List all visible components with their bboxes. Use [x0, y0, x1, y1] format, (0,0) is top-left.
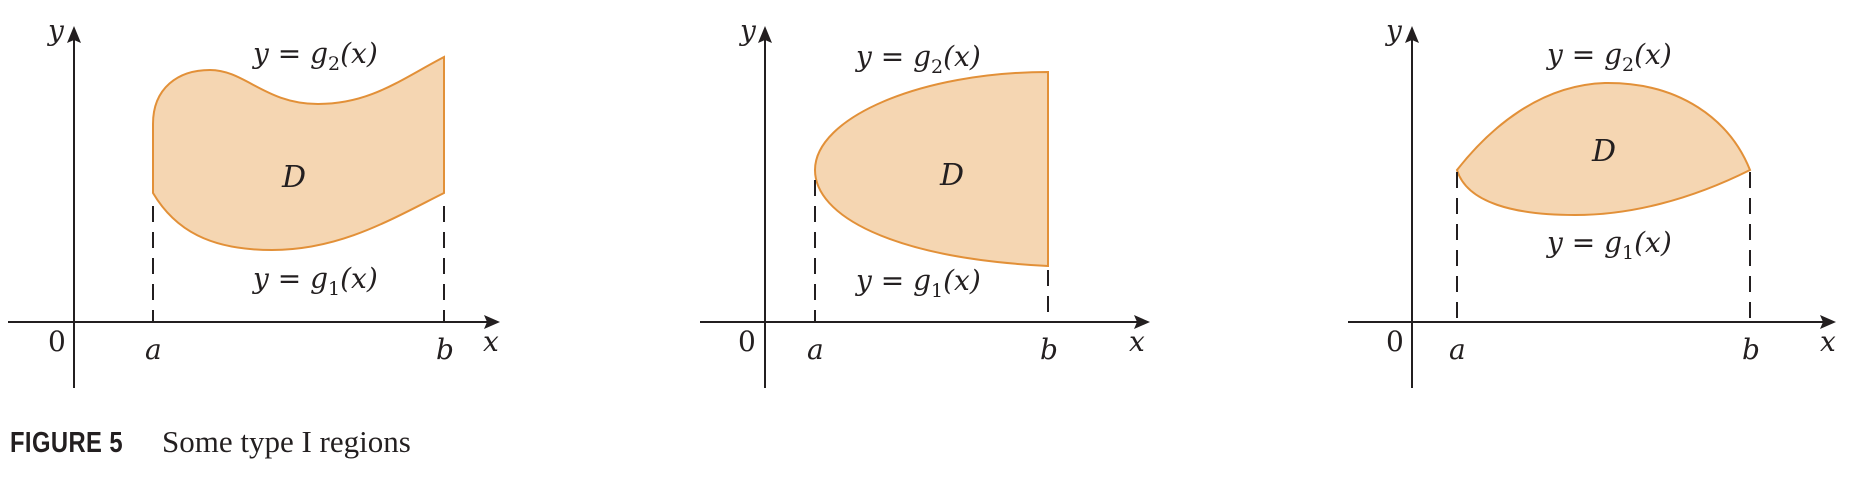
origin-label-1: 0 [48, 325, 66, 358]
region-d-3 [1455, 81, 1752, 217]
region-label-3: D [1591, 134, 1616, 169]
x-axis-label-3: x [1820, 325, 1836, 358]
a-label-2: a [807, 333, 824, 366]
y-axis-arrow-3 [1405, 26, 1419, 43]
x-axis-arrow-3 [1820, 315, 1836, 329]
b-label-2: b [1040, 333, 1058, 366]
lower-curve-label-3: y = g1(x) [1545, 226, 1672, 264]
upper-curve-label-3: y = g2(x) [1545, 38, 1672, 76]
upper-curve-label-1: y = g2(x) [251, 37, 378, 75]
a-label-1: a [145, 333, 162, 366]
region-d-1 [152, 55, 445, 252]
panel-2: y x 0 a b D y = g2(x) y = g1(x) [700, 14, 1150, 388]
y-axis-label-3: y [1384, 14, 1403, 47]
origin-label-3: 0 [1386, 325, 1404, 358]
upper-curve-label-2: y = g2(x) [854, 40, 981, 78]
x-axis-label-2: x [1129, 325, 1145, 358]
panel-3: y x 0 a b D y = g2(x) y = g1(x) [1348, 14, 1836, 388]
b-label-1: b [436, 333, 454, 366]
y-axis-label-2: y [738, 14, 757, 47]
a-label-3: a [1449, 333, 1466, 366]
x-axis-arrow-2 [1134, 315, 1150, 329]
region-label-2: D [939, 158, 964, 193]
y-axis-arrow-1 [67, 26, 81, 43]
panel-1: y x 0 a b D y = g2(x) y = g1(x) [8, 14, 500, 388]
lower-curve-label-2: y = g1(x) [854, 264, 981, 302]
x-axis-label-1: x [483, 325, 499, 358]
lower-curve-label-1: y = g1(x) [251, 262, 378, 300]
region-d-2 [813, 70, 1049, 268]
b-label-3: b [1742, 333, 1760, 366]
y-axis-arrow-2 [758, 26, 772, 43]
figure-number: FIGURE 5 [10, 427, 123, 459]
caption-text: Some type I regions [162, 424, 411, 459]
x-axis-arrow-1 [484, 315, 500, 329]
origin-label-2: 0 [738, 325, 756, 358]
figure-caption: FIGURE 5 Some type I regions [10, 424, 411, 460]
region-label-1: D [281, 160, 306, 195]
y-axis-label-1: y [46, 14, 65, 47]
figure-5-diagram: y x 0 a b D y = g2(x) y = g1(x) y x 0 a … [8, 14, 1836, 388]
